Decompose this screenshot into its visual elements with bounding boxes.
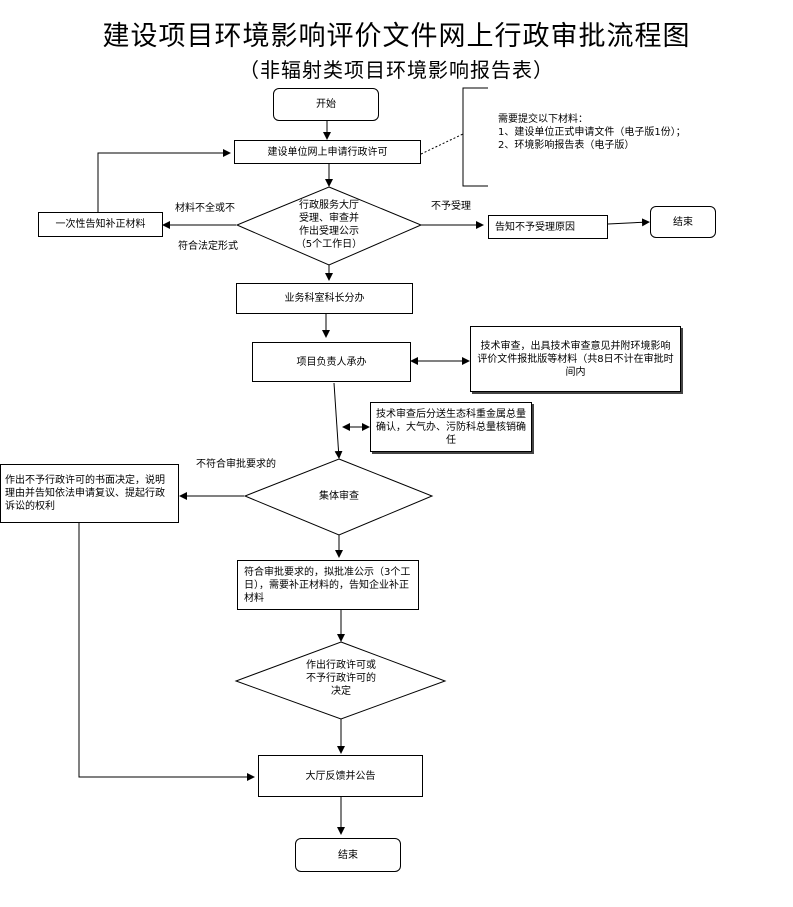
notify-once-box: 一次性告知补正材料	[38, 212, 163, 237]
connector-handler-collective	[333, 382, 343, 459]
page-title: 建设项目环境影响评价文件网上行政审批流程图	[102, 21, 691, 52]
label-conforms-form: 符合法定形式	[178, 241, 238, 252]
refusal-written-box: 作出不予行政许可的书面决定，说明理由并告知依法申请复议、提起行政诉讼的权利	[0, 464, 179, 523]
section-assign-box: 业务科室科长分办	[236, 283, 413, 314]
connector-notify-apply	[97, 149, 231, 212]
end-node-bottom: 结束	[295, 838, 401, 872]
decision-diamond-acceptance	[235, 186, 423, 266]
pre-approval-box: 符合审批要求的，拟批准公示（3个工日），需要补正材料的，告知企业补正材料	[237, 560, 419, 610]
label-not-conform-review: 不符合审批要求的	[196, 459, 276, 470]
connector-reject-end	[607, 218, 650, 227]
label-not-accepted: 不予受理	[431, 201, 471, 212]
acceptance-decision-text: 行政服务大厅 受理、审查并 作出受理公示 （5个工作日）	[295, 200, 363, 250]
final-decision-text: 作出行政许可或 不予行政许可的 决定	[306, 659, 376, 697]
decision-diamond-collective	[243, 458, 434, 536]
project-handler-box: 项目负责人承办	[252, 342, 411, 382]
apply-online-box: 建设单位网上申请行政许可	[234, 140, 421, 164]
decision-diamond-final	[234, 641, 447, 720]
end-node-top: 结束	[650, 206, 716, 238]
reject-notice-box: 告知不予受理原因	[488, 215, 608, 239]
hall-feedback-box: 大厅反馈并公告	[258, 755, 423, 797]
materials-note: 需要提交以下材料： 1、建设单位正式申请文件（电子版1份）； 2、环境影响报告表…	[498, 114, 686, 151]
collective-review-text: 集体审查	[319, 490, 359, 502]
tech-after-box: 技术审查后分送生态科重金属总量确认，大气办、污防科总量核销确任	[370, 402, 532, 452]
tech-review-box: 技术审查，出具技术审查意见并附环境影响评价文件报批版等材料（共8日不计在审批时间…	[470, 326, 681, 392]
note-bracket	[462, 87, 488, 187]
connector-note	[420, 133, 464, 155]
connector-refusal-hall	[78, 523, 255, 781]
page-subtitle: （非辐射类项目环境影响报告表）	[239, 58, 554, 82]
label-incomplete: 材料不全或不	[175, 203, 235, 214]
start-node: 开始	[273, 88, 379, 121]
